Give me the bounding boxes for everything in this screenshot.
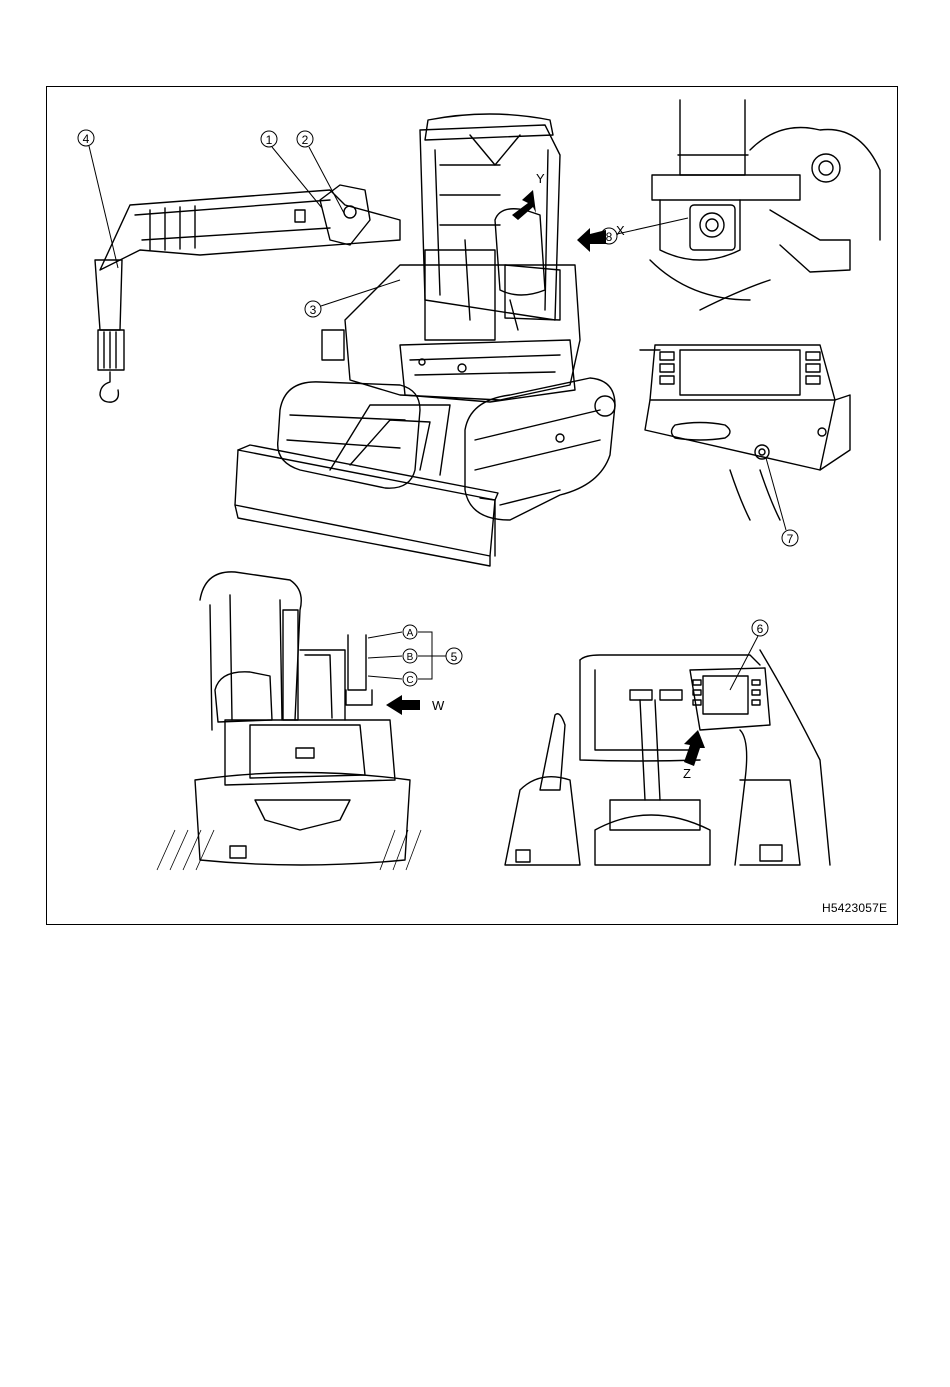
view-arrow-w: W xyxy=(386,695,445,715)
detail-x-connector-drawing xyxy=(650,100,880,310)
svg-text:A: A xyxy=(407,628,414,639)
callout-4: 4 xyxy=(78,130,118,268)
svg-text:8: 8 xyxy=(606,230,613,244)
callout-c: C xyxy=(368,672,417,686)
callout-1: 1 xyxy=(261,131,322,208)
svg-text:B: B xyxy=(407,652,414,663)
svg-text:6: 6 xyxy=(757,622,764,636)
callout-a: A xyxy=(368,625,417,639)
detail-w-rear-view-drawing xyxy=(195,572,410,865)
svg-text:5: 5 xyxy=(451,650,458,664)
svg-text:4: 4 xyxy=(83,132,90,146)
callout-3: 3 xyxy=(305,280,400,317)
figure-code: H5423057E xyxy=(822,901,887,915)
svg-text:Y: Y xyxy=(536,171,545,186)
svg-text:7: 7 xyxy=(787,532,794,546)
svg-text:3: 3 xyxy=(310,303,317,317)
track-hatching xyxy=(157,830,421,870)
callout-5: 5 xyxy=(418,632,462,679)
callout-8: 8 xyxy=(601,218,688,244)
svg-text:C: C xyxy=(406,675,413,686)
svg-text:2: 2 xyxy=(302,133,309,147)
callout-b: B xyxy=(368,649,417,663)
svg-text:Z: Z xyxy=(683,766,691,781)
detail-z-monitor-drawing xyxy=(640,345,850,520)
detail-cab-interior-drawing xyxy=(505,650,830,865)
callout-7: 7 xyxy=(766,458,798,546)
view-arrow-z: Z xyxy=(683,730,705,781)
svg-text:1: 1 xyxy=(266,133,273,147)
view-arrow-y: Y xyxy=(512,171,545,220)
svg-text:W: W xyxy=(432,698,445,713)
